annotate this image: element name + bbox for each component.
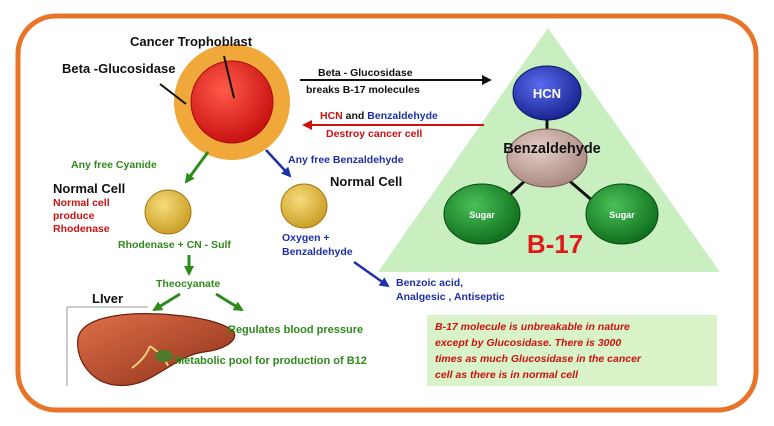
note-line-4: cell as there is in normal cell [435, 369, 579, 381]
benzaldehyde-node-label: Benzaldehyde [503, 141, 601, 157]
benzoic-arrow [353, 260, 390, 288]
normal-cell-produce-2: produce [53, 210, 95, 222]
hcn-node-label: HCN [533, 86, 561, 101]
hcn-benz-label: HCN and Benzaldehyde [320, 110, 438, 122]
note-line-1: B-17 molecule is unbreakable in nature [435, 321, 630, 333]
enzyme-pointer-line [159, 83, 187, 105]
regulates-bp: Regulates blood pressure [228, 324, 363, 336]
benzaldehyde-node [506, 128, 588, 188]
and-word: and [343, 110, 368, 122]
liver-label: LIver [92, 291, 123, 306]
breaks-label-2: breaks B-17 molecules [306, 84, 420, 96]
sugar-right-label: Sugar [609, 210, 635, 220]
sugar-left-label: Sugar [469, 210, 495, 220]
sugar-left-node [443, 183, 521, 245]
note-box [427, 315, 717, 386]
destroy-label: Destroy cancer cell [326, 128, 422, 140]
normal-cell-right-title: Normal Cell [330, 174, 402, 189]
theocyanate: Theocyanate [156, 278, 220, 290]
any-free-benzaldehyde: Any free Benzaldehyde [288, 154, 404, 166]
benzaldehyde-arrow [265, 149, 292, 178]
normal-cell-left [144, 189, 192, 235]
benz-word: Benzaldehyde [367, 110, 438, 122]
oxygen-reaction-1: Oxygen + [282, 232, 330, 244]
benzoic-acid: Benzoic acid, [396, 277, 463, 289]
normal-cell-left-title: Normal Cell [53, 181, 125, 196]
breaks-label-1: Beta - Glucosidase [318, 67, 413, 79]
note-line-3: times as much Glucosidase in the cancer [435, 353, 642, 365]
cancer-title: Cancer Trophoblast [130, 34, 253, 49]
metabolic-pool: Metabolic pool for production of B12 [175, 355, 367, 367]
bond-benz-sugar-right [565, 176, 595, 204]
note-line-2: except by Glucosidase. There is 3000 [435, 337, 621, 349]
cyanide-arrow [184, 151, 210, 184]
normal-cell-right [280, 183, 328, 229]
rhodenase-reaction: Rhodenase + CN - Sulf [118, 239, 231, 251]
sugar-right-node [585, 183, 659, 245]
cancer-pointer-line [223, 55, 235, 99]
liver-arrow-left [152, 292, 181, 312]
analgesic-antiseptic: Analgesic , Antiseptic [396, 291, 505, 303]
oxygen-reaction-2: Benzaldehyde [282, 246, 353, 258]
normal-cell-produce-1: Normal cell [53, 197, 110, 209]
liver-arrow-right [215, 292, 244, 312]
enzyme-label: Beta -Glucosidase [62, 61, 175, 76]
cancer-cell-inner [190, 60, 274, 144]
gallbladder [155, 350, 173, 362]
hcn-word: HCN [320, 110, 343, 122]
b17-name: B-17 [527, 229, 583, 259]
normal-cell-produce-3: Rhodenase [53, 223, 110, 235]
hcn-node [512, 65, 582, 121]
any-free-cyanide: Any free Cyanide [71, 159, 157, 171]
